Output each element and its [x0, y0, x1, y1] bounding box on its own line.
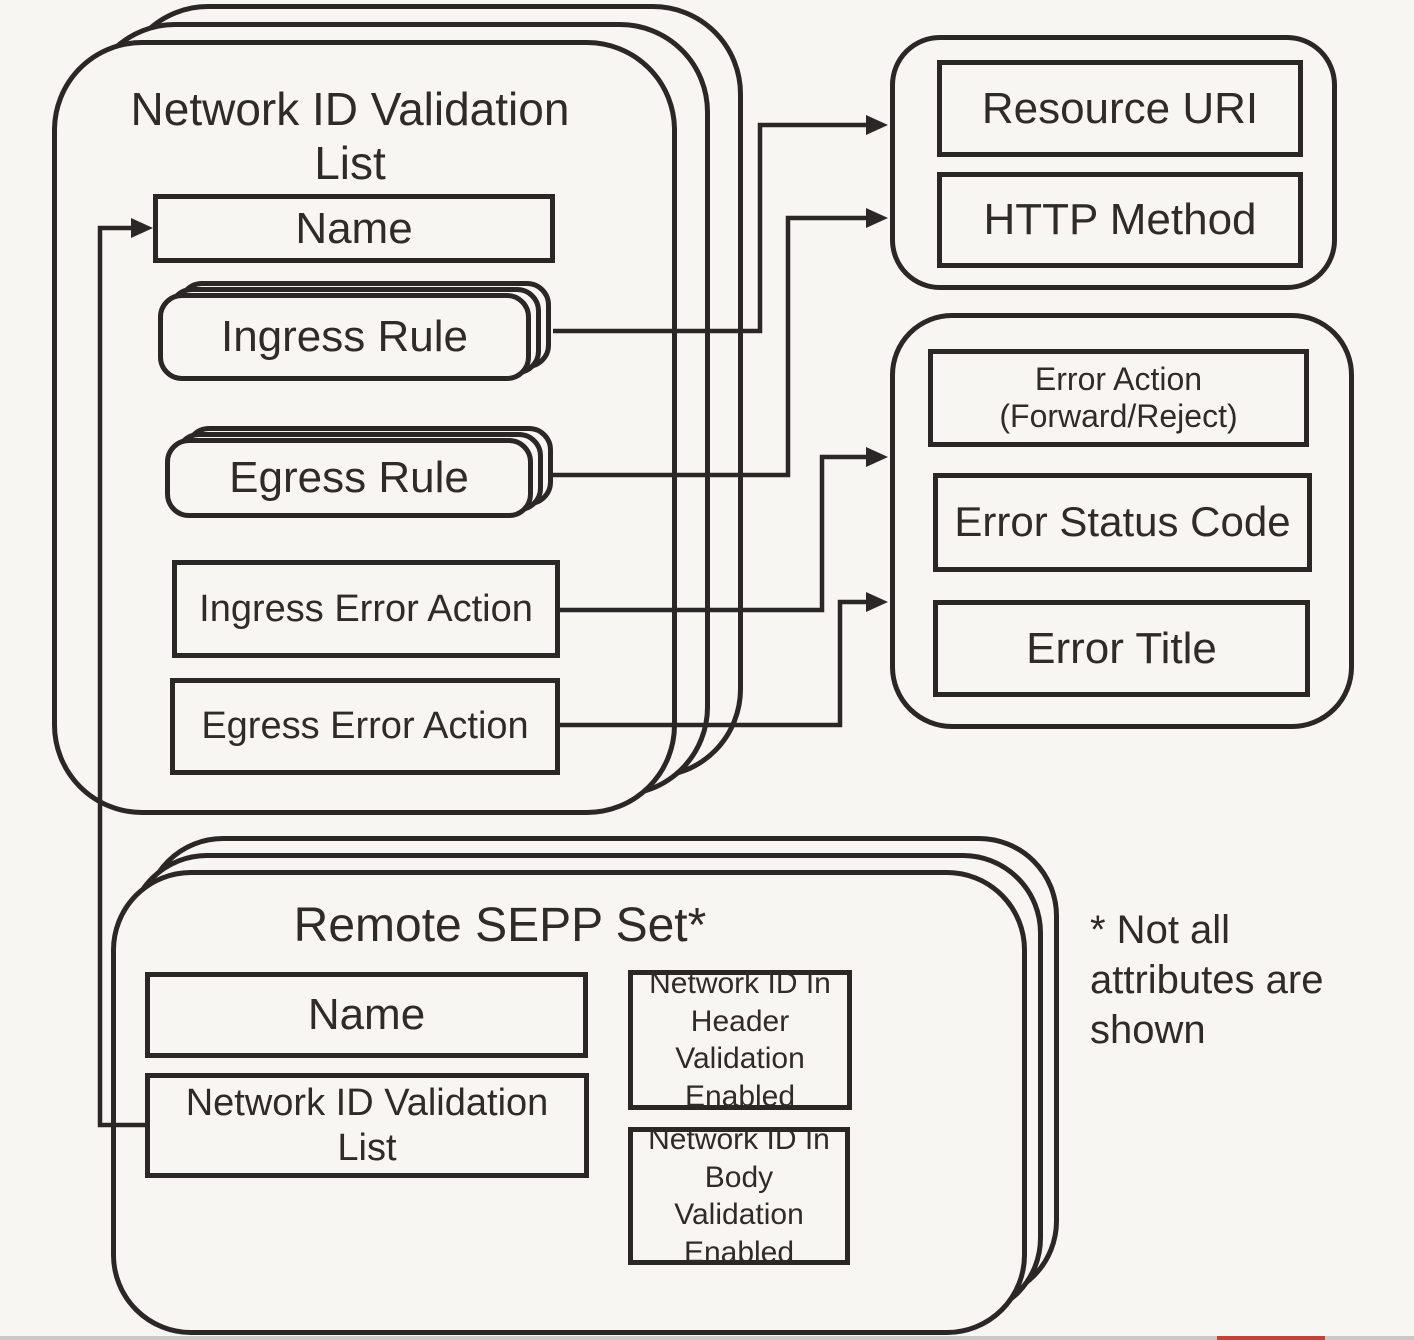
- error-title-box: Error Title: [933, 600, 1310, 697]
- http-method-box: HTTP Method: [937, 172, 1303, 268]
- resource-uri-box: Resource URI: [937, 60, 1303, 157]
- validation-list-name-box: Name: [153, 194, 555, 263]
- error-status-code-box: Error Status Code: [933, 473, 1312, 572]
- arrowhead-http-method: [866, 208, 888, 228]
- arrowhead-error-attrs-bottom: [866, 592, 888, 612]
- footnote: * Not all attributes are shown: [1090, 908, 1324, 1052]
- remote-sepp-validation-list-box: Network ID Validation List: [145, 1073, 589, 1178]
- ingress-rule-box: Ingress Rule: [158, 293, 531, 381]
- validation-list-title: Network ID Validation List: [130, 83, 570, 190]
- ingress-rule-stack: Ingress Rule: [158, 281, 562, 387]
- egress-rule-stack: Egress Rule: [165, 426, 565, 524]
- arrowhead-resource-uri: [866, 115, 888, 135]
- arrowhead-error-attrs-top: [866, 447, 888, 467]
- egress-rule-box: Egress Rule: [165, 438, 533, 518]
- ingress-error-action-box: Ingress Error Action: [172, 560, 560, 658]
- egress-error-action-box: Egress Error Action: [170, 678, 560, 775]
- bottom-edge-bar: [0, 1336, 1414, 1340]
- remote-sepp-name-box: Name: [145, 972, 588, 1058]
- body-validation-enabled-box: Network ID In Body Validation Enabled: [628, 1123, 850, 1269]
- error-action-box: Error Action (Forward/Reject): [928, 349, 1309, 447]
- header-validation-enabled-box: Network ID In Header Validation Enabled: [628, 967, 852, 1113]
- bottom-red-bar: [1217, 1336, 1325, 1340]
- remote-sepp-title: Remote SEPP Set*: [293, 899, 707, 952]
